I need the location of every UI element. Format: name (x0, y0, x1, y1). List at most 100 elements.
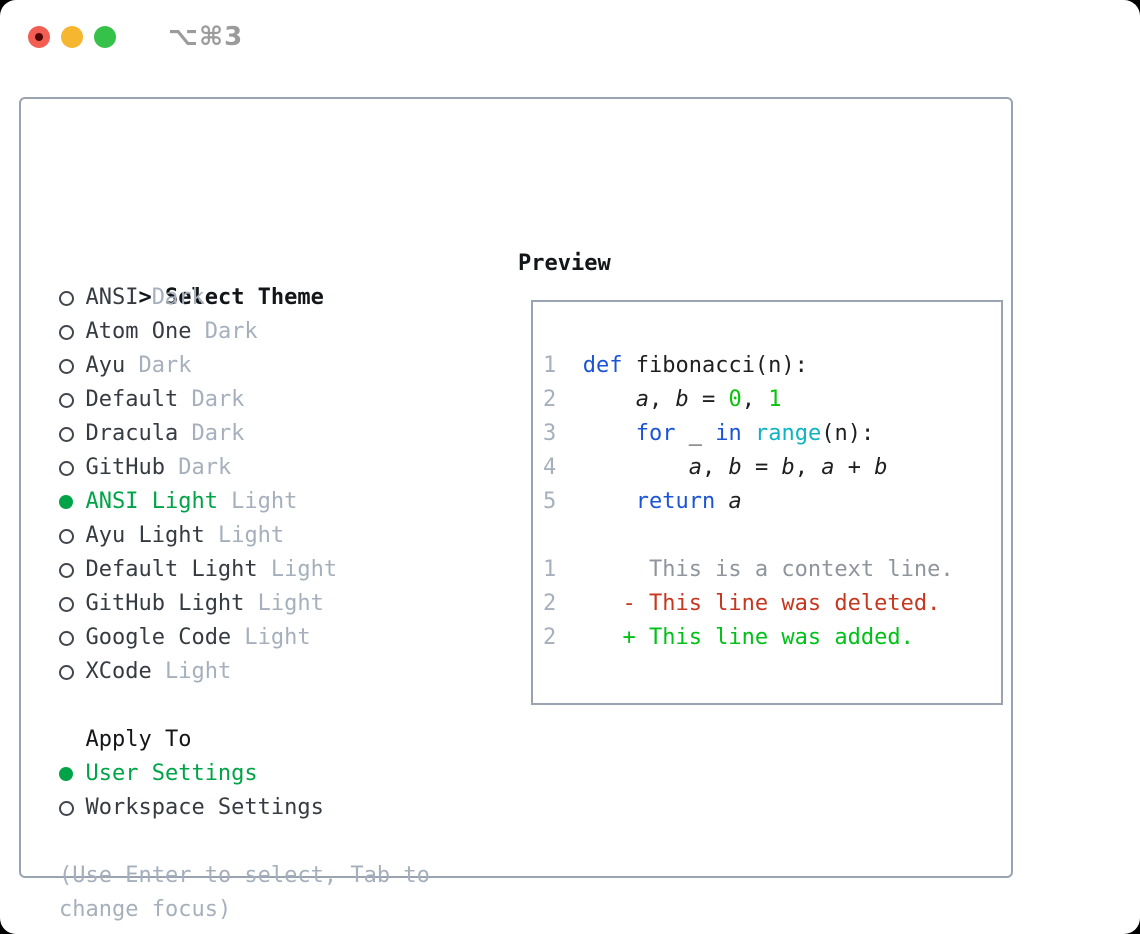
radio-icon (59, 655, 85, 689)
radio-icon (59, 281, 85, 315)
close-button[interactable] (28, 26, 50, 48)
minimize-button[interactable] (61, 26, 83, 48)
code-line: 2 a, b = 0, 1 (543, 383, 954, 417)
code-token-plain (583, 387, 636, 412)
theme-option-github[interactable]: GitHub Dark (59, 451, 337, 485)
radio-icon (59, 417, 85, 451)
theme-name: Google Code (85, 625, 232, 650)
theme-name: Ayu Light (85, 523, 205, 548)
radio-icon (59, 587, 85, 621)
code-token-var: b (874, 455, 888, 480)
code-token-num: 0 (728, 387, 742, 412)
line-number: 2 (543, 591, 557, 616)
theme-option-ayu[interactable]: Ayu Dark (59, 349, 337, 383)
code-token-plain: , (741, 387, 769, 412)
code-line (543, 519, 954, 553)
theme-name: GitHub Light (85, 591, 245, 616)
theme-option-ansi-light[interactable]: ANSI Light Light (59, 485, 337, 519)
code-token-plain: = (688, 387, 729, 412)
code-token-ctx: This is a context line. (582, 557, 954, 582)
radio-icon (59, 519, 85, 553)
theme-name: Default (85, 387, 179, 412)
radio-icon (59, 451, 85, 485)
line-number: 1 (543, 557, 557, 582)
theme-variant: Dark (178, 421, 245, 446)
theme-option-ansi[interactable]: ANSI Dark (59, 281, 337, 315)
code-line: 3 for _ in range(n): (543, 417, 954, 451)
theme-option-dracula[interactable]: Dracula Dark (59, 417, 337, 451)
code-token-var: a (635, 387, 649, 412)
prompt-caret: > (138, 285, 152, 310)
code-token-num: 1 (768, 387, 782, 412)
apply-option-label: User Settings (85, 761, 258, 786)
code-token-plain: = (741, 455, 782, 480)
code-line: 2 + This line was added. (543, 621, 954, 655)
line-number: 1 (543, 353, 557, 378)
line-number: 4 (543, 455, 557, 480)
theme-option-default[interactable]: Default Dark (59, 383, 337, 417)
radio-icon (59, 315, 85, 349)
line-number: 2 (543, 625, 557, 650)
theme-variant: Dark (178, 387, 245, 412)
preview-heading: Preview (518, 251, 611, 276)
code-token-plain: + (834, 455, 875, 480)
code-token-var: a (728, 489, 742, 514)
code-token-plain: , (794, 455, 822, 480)
radio-icon (59, 383, 85, 417)
radio-icon (59, 791, 85, 825)
code-token-var: b (675, 387, 689, 412)
theme-option-xcode[interactable]: XCode Light (59, 655, 337, 689)
theme-option-google-code[interactable]: Google Code Light (59, 621, 337, 655)
theme-name: Atom One (85, 319, 192, 344)
line-number: 3 (543, 421, 557, 446)
title-bar: ⌥⌘3 (0, 0, 1140, 76)
theme-variant: Dark (164, 455, 232, 480)
theme-option-github-light[interactable]: GitHub Light Light (59, 587, 337, 621)
theme-name: Default Light (85, 557, 258, 582)
apply-option-user-settings[interactable]: User Settings (59, 757, 324, 791)
theme-name: GitHub (85, 455, 165, 480)
zoom-button[interactable] (94, 26, 116, 48)
code-token-plain: , (648, 387, 676, 412)
theme-variant: Light (257, 557, 338, 582)
code-token-plain: (n): (821, 421, 875, 446)
radio-selected-icon (59, 757, 85, 791)
theme-option-atom-one[interactable]: Atom One Dark (59, 315, 337, 349)
traffic-lights (28, 26, 116, 48)
code-line: 1 This is a context line. (543, 553, 954, 587)
code-token-kw: for (635, 421, 676, 446)
theme-option-default-light[interactable]: Default Light Light (59, 553, 337, 587)
theme-variant: Dark (191, 319, 258, 344)
keyboard-hint: (Use Enter to select, Tab to change focu… (59, 863, 430, 922)
theme-name: ANSI (85, 285, 139, 310)
code-token-plain: , (701, 455, 729, 480)
line-number: 2 (543, 387, 557, 412)
theme-name: ANSI Light (85, 489, 218, 514)
apply-option-label: Workspace Settings (85, 795, 324, 820)
apply-option-workspace-settings[interactable]: Workspace Settings (59, 791, 324, 825)
code-token-fn: range (754, 421, 822, 446)
code-token-plain (715, 489, 728, 514)
theme-option-ayu-light[interactable]: Ayu Light Light (59, 519, 337, 553)
window-title-shortcut: ⌥⌘3 (168, 22, 244, 52)
theme-name: Ayu (85, 353, 126, 378)
code-token-plain: fibonacci(n): (622, 353, 808, 378)
code-token-plain: _ (675, 421, 716, 446)
theme-variant: Light (204, 523, 285, 548)
code-token-kw: in (715, 421, 742, 446)
code-token-del: - This line was deleted. (582, 591, 941, 616)
theme-variant: Light (217, 489, 298, 514)
radio-selected-icon (59, 485, 85, 519)
apply-to-heading: Apply To (85, 727, 192, 752)
theme-variant: Light (151, 659, 232, 684)
code-line: 5 return a (543, 485, 954, 519)
select-theme-heading: >Select Theme (59, 247, 323, 310)
